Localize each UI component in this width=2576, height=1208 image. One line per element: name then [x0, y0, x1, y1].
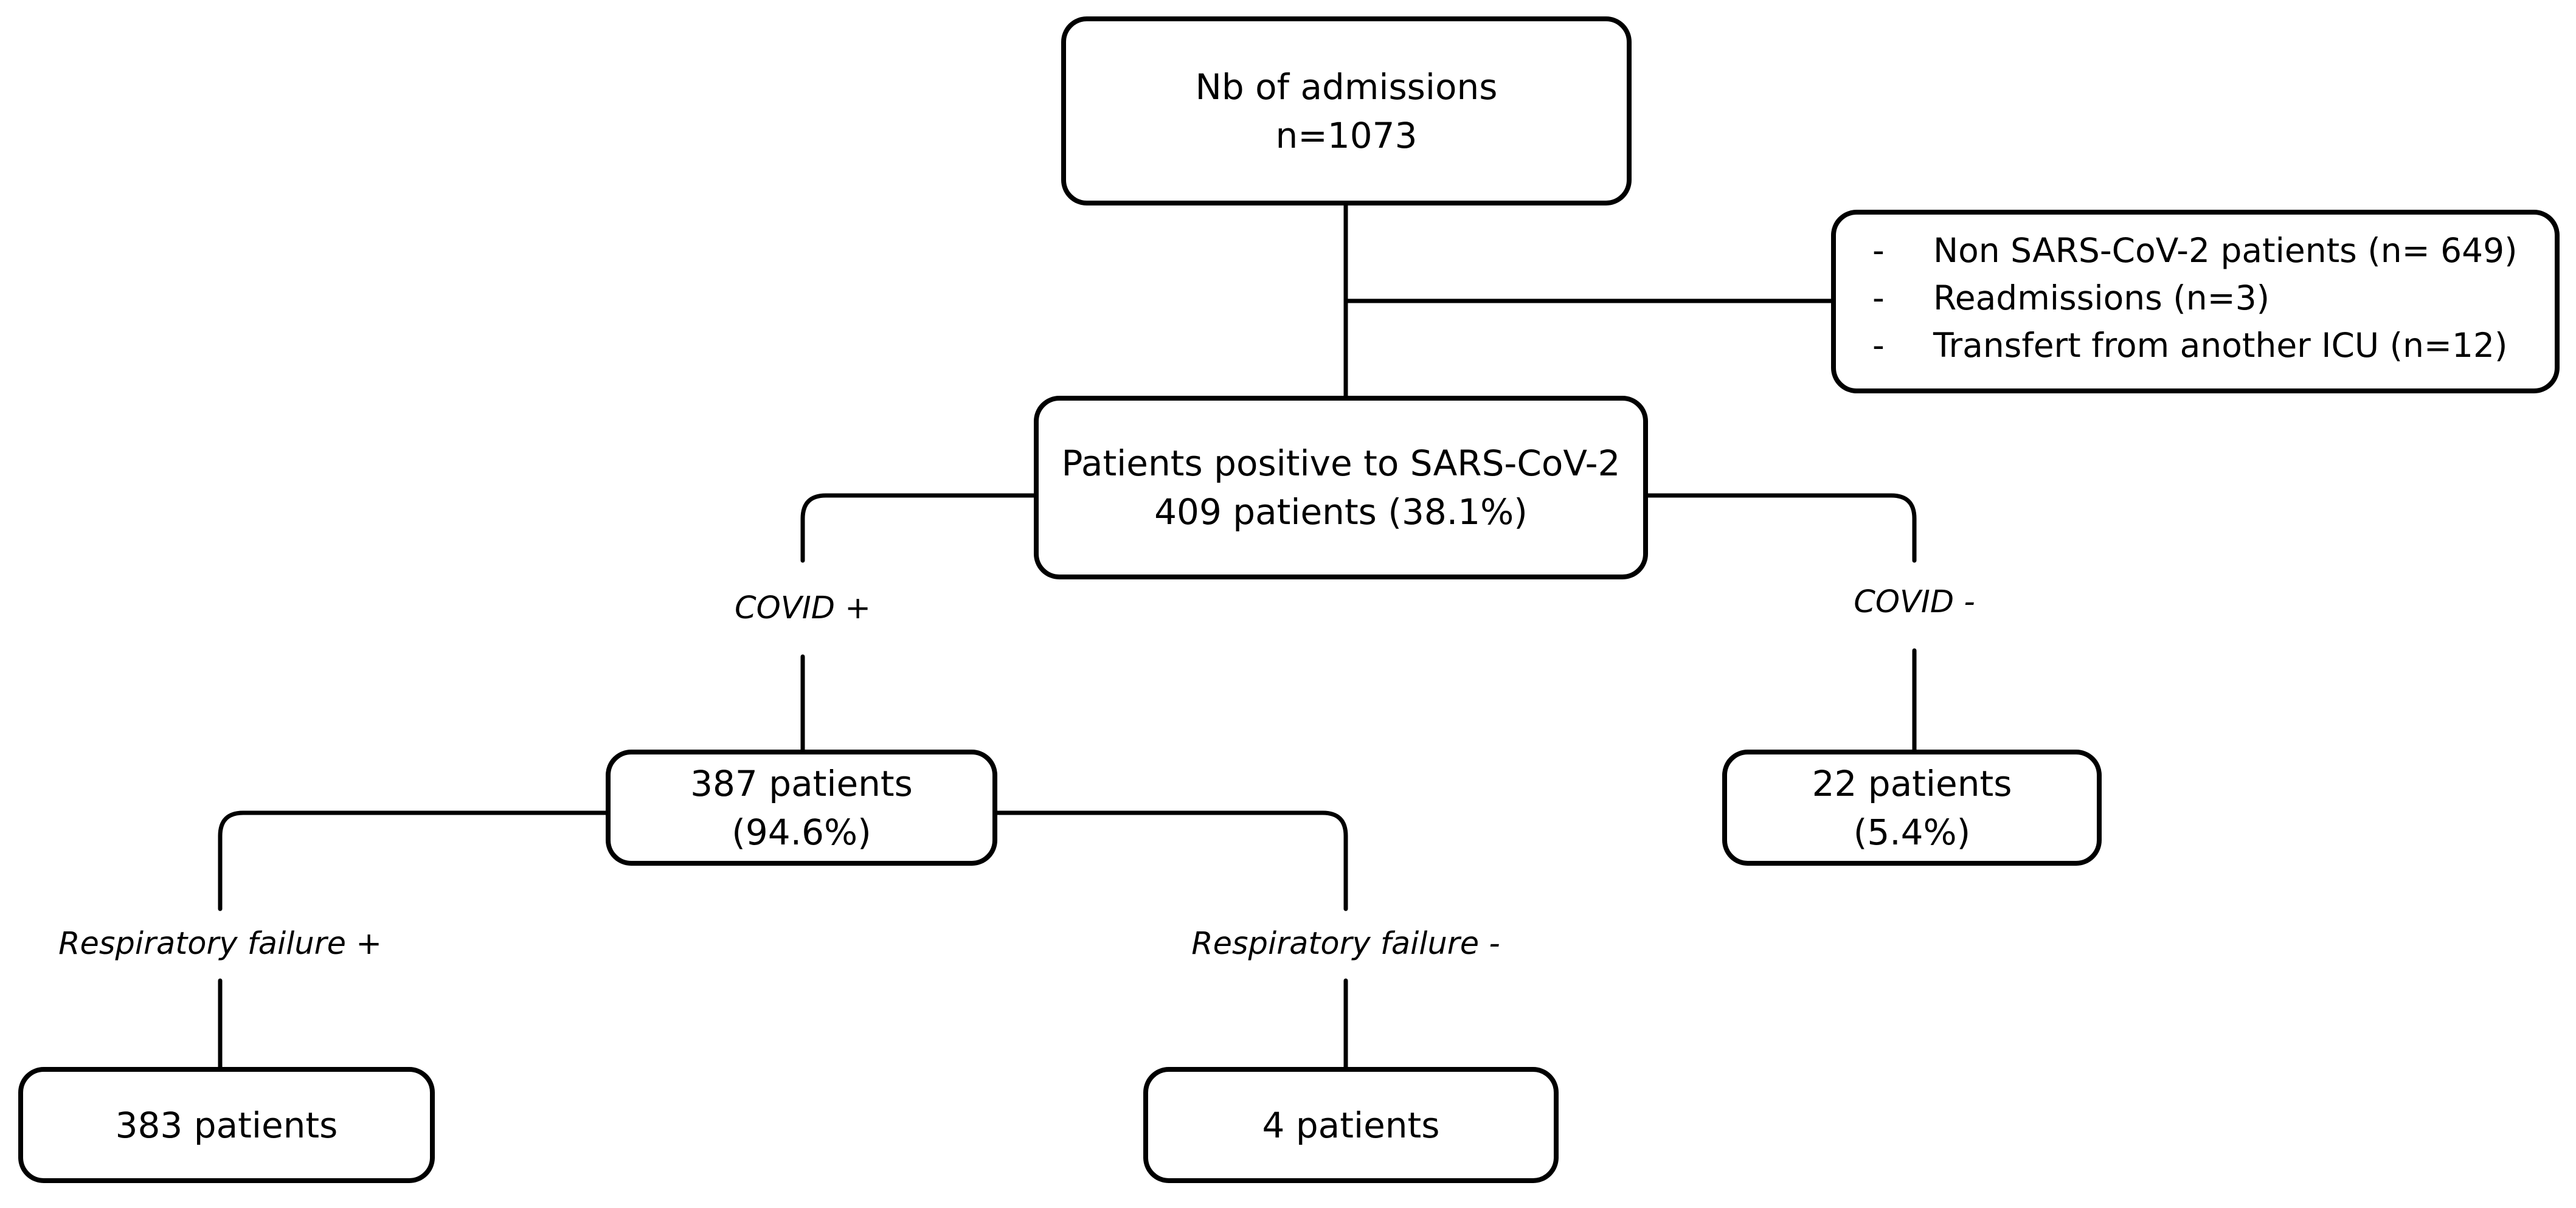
node-admissions-count: n=1073 — [1275, 114, 1418, 156]
exclusion-item-non-sars: Non SARS-CoV-2 patients (n= 649) — [1933, 231, 2518, 270]
node-covid-neg: 22 patients (5.4%) — [1722, 750, 2102, 866]
list-dash: - — [1872, 278, 1885, 317]
branch-label-covid-pos: COVID + — [729, 587, 877, 630]
node-covid-neg-percent: (5.4%) — [1853, 811, 1971, 853]
node-positive: Patients positive to SARS-CoV-2 409 pati… — [1034, 396, 1648, 579]
exclusion-item: - Readmissions (n=3) — [1872, 274, 2530, 322]
exclusion-list: - Non SARS-CoV-2 patients (n= 649) - Rea… — [1872, 227, 2530, 369]
node-resp-pos-count: 383 patients — [115, 1104, 338, 1146]
connector-positive-to-covid-pos — [800, 493, 1036, 563]
node-admissions-title: Nb of admissions — [1195, 66, 1498, 108]
node-covid-pos: 387 patients (94.6%) — [606, 750, 997, 866]
node-resp-pos: 383 patients — [18, 1067, 435, 1183]
exclusion-item: - Non SARS-CoV-2 patients (n= 649) — [1872, 227, 2530, 274]
branch-label-covid-neg: COVID - — [1847, 581, 1981, 624]
node-resp-neg: 4 patients — [1143, 1067, 1559, 1183]
exclusion-item-transfer: Transfert from another ICU (n=12) — [1933, 326, 2508, 365]
node-positive-count: 409 patients (38.1%) — [1154, 491, 1528, 533]
list-dash: - — [1872, 326, 1885, 365]
node-covid-pos-percent: (94.6%) — [732, 811, 871, 853]
exclusion-item: - Transfert from another ICU (n=12) — [1872, 322, 2530, 369]
node-covid-neg-count: 22 patients — [1812, 762, 2012, 804]
connector-covid-pos-to-resp-pos — [218, 810, 608, 911]
exclusion-item-readmissions: Readmissions (n=3) — [1933, 278, 2270, 317]
branch-label-resp-pos: Respiratory failure + — [52, 923, 388, 965]
node-positive-title: Patients positive to SARS-CoV-2 — [1061, 443, 1621, 484]
list-dash: - — [1872, 231, 1885, 270]
branch-label-resp-neg: Respiratory failure - — [1185, 923, 1506, 965]
node-admissions: Nb of admissions n=1073 — [1061, 16, 1632, 205]
node-resp-neg-count: 4 patients — [1262, 1104, 1440, 1146]
exclusion-box: - Non SARS-CoV-2 patients (n= 649) - Rea… — [1831, 210, 2560, 393]
node-covid-pos-count: 387 patients — [690, 762, 913, 804]
connector-positive-to-covid-neg — [1646, 493, 1917, 563]
connector-covid-pos-to-resp-neg — [995, 810, 1348, 911]
